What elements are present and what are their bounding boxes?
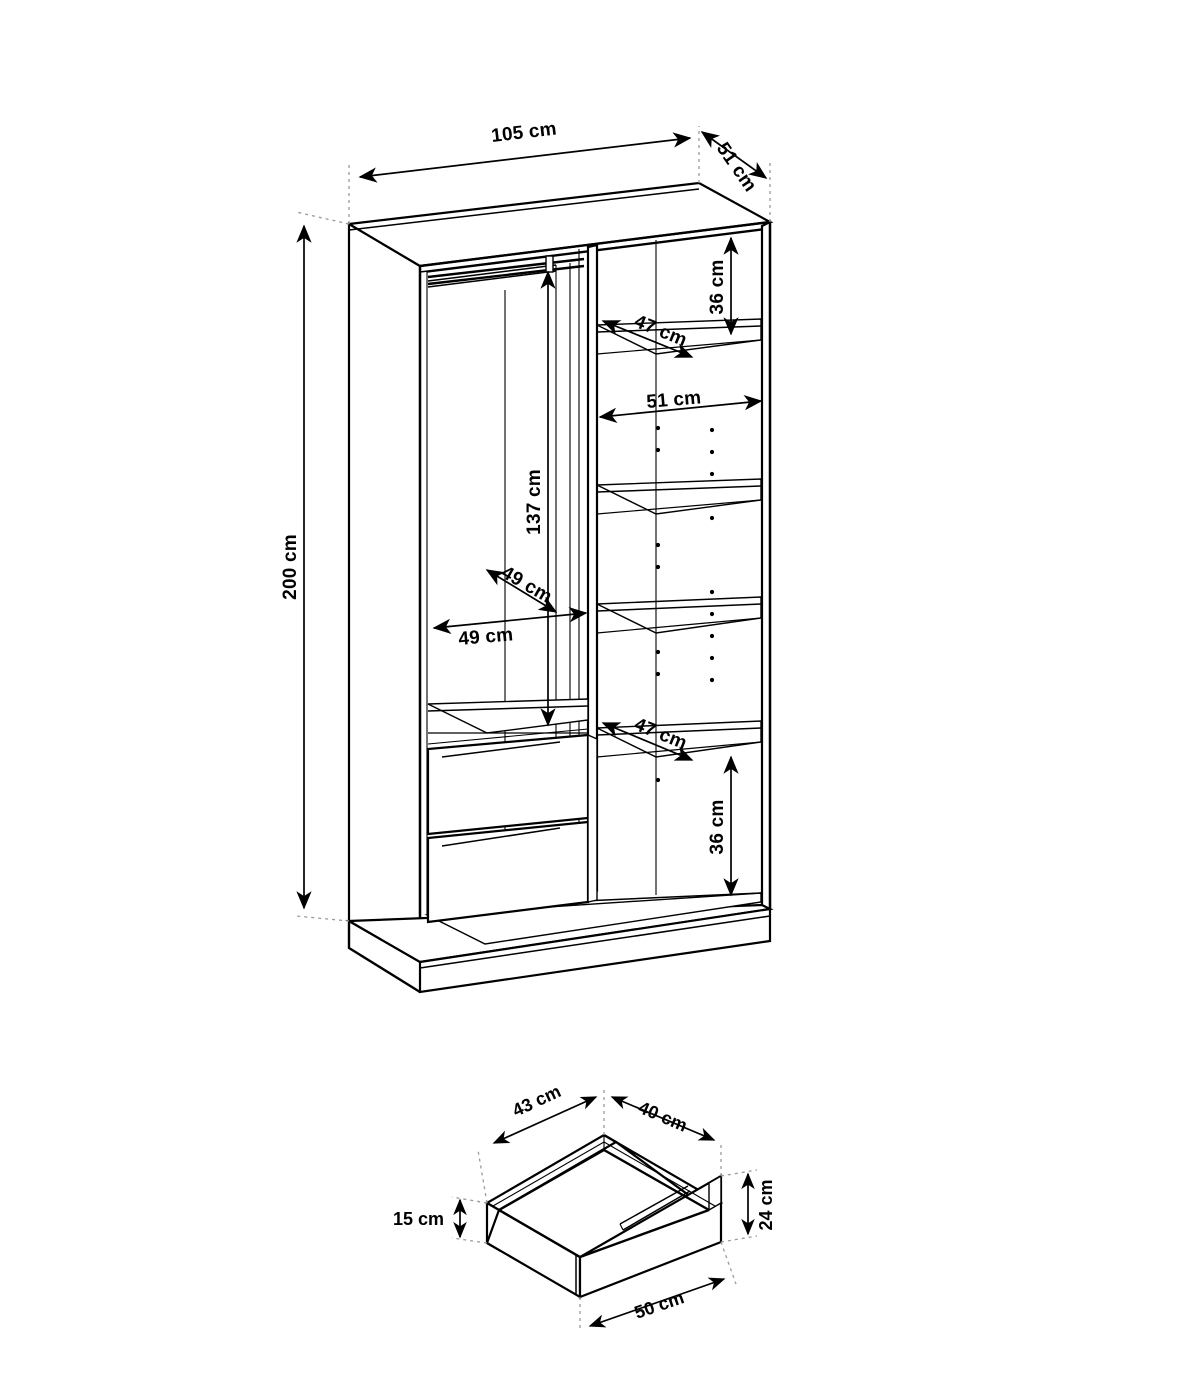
dim-label-drawer-40: 40 cm [635,1097,690,1135]
ext-drawer-15-top [451,1196,488,1204]
dimline-hang-49-diagonal [485,569,558,613]
top-panel-front-edge [348,188,700,231]
wardrobe-top-panel [345,181,774,268]
dimline-depth-51 [700,131,768,179]
dimline-shelf-depth-47-top [601,320,694,358]
interior-floor-left [424,892,762,945]
ext-drawer-15-bottom [451,1237,488,1244]
dim-label-comp-36-bottom: 36 cm [707,800,728,855]
dim-label-hang-49-b: 49 cm [458,624,514,650]
left-compartment-shelf-front [427,705,589,712]
drawer-front-panel [578,1174,723,1299]
dimline-drawer-43 [492,1096,598,1144]
right-shelf-3 [596,596,762,634]
hanging-rail-main-lower [427,264,585,286]
drawer-inner-wall-left [492,1141,605,1207]
drawer-side-sliver [587,733,598,903]
right-shelf-2 [596,478,762,515]
drawer-detail-figure: 43 cm 40 cm 15 cm 24 cm 50 cm [393,1081,776,1330]
ext-drawer-50-b [720,1241,737,1285]
dim-label-hang-49-a: 49 cm [498,562,556,608]
dimline-width-105 [358,132,692,183]
dim-label-shelf-51: 51 cm [646,387,702,413]
dim-label-rail-137: 137 cm [524,469,545,535]
dim-label-height-200: 200 cm [280,534,301,600]
wardrobe-left-side-panel [347,222,422,964]
drawer-left-outer-side [485,1208,582,1299]
interior-top-back-edge [419,220,771,268]
ext-drawer-24-bottom [720,1235,758,1243]
right-shelf-2-underside [596,499,762,515]
left-compartment-shelf [427,698,589,734]
dim-label-drawer-24: 24 cm [756,1179,776,1230]
right-shelf-3-front [596,603,762,612]
dimline-drawer-50 [588,1277,726,1328]
drawer-upper-top-edge [427,728,589,745]
hanging-rail-main [427,257,585,279]
dimline-shelf-depth-47-bottom [601,722,694,761]
drawer-handle-groove-top [619,1185,689,1225]
dimline-hang-49-horizontal [432,607,588,634]
dim-label-width-105: 105 cm [490,118,558,147]
drawer-front-upper[interactable] [426,733,590,836]
wardrobe-figure: 105 cm 51 cm 200 cm 36 cm 47 cm 51 cm 13… [280,118,774,994]
pin-holes-side-panel [709,427,715,683]
hanging-rail-top-line [427,264,557,282]
drawer-interior-floor-front [498,1208,710,1259]
ext-drawer-43-a [477,1149,488,1204]
ext-200-bottom [295,915,350,922]
dim-label-drawer-50: 50 cm [632,1287,687,1323]
plinth-left-return [347,921,421,994]
hanging-rail-bracket [545,255,554,273]
drawer-handle-groove-bottom [622,1190,691,1231]
right-shelf-2-front [596,485,762,493]
hanging-rail-bottom-line [427,270,557,288]
ext-drawer-24-top [720,1169,758,1177]
drawer-upper-handle-groove [441,741,561,758]
drawer-lower-handle-groove [441,827,561,847]
drawer-handle-groove-end [619,1223,624,1231]
dim-label-depth-51: 51 cm [712,139,761,196]
dimline-drawer-40 [610,1096,716,1141]
right-shelf-3-underside [596,617,762,634]
dim-label-drawer-15: 15 cm [393,1209,444,1229]
pin-holes-divider-side [655,425,661,783]
plinth-top-edge-line [419,915,771,969]
dim-label-comp-36-top: 36 cm [707,260,728,315]
drawer-inner-wall-right [603,1141,716,1207]
dimline-shelf-51 [598,395,763,423]
ext-200-top [295,211,350,225]
